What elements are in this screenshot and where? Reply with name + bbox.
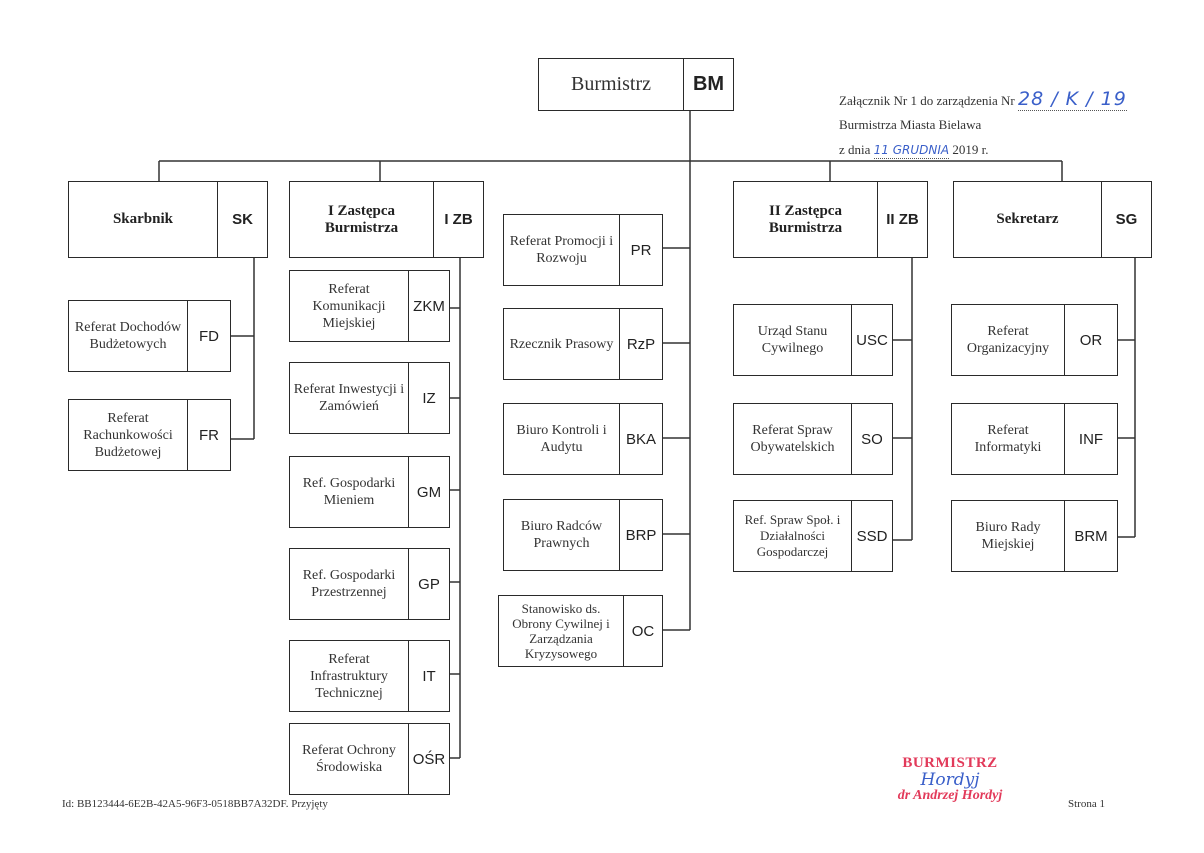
unit-code: OC	[623, 596, 662, 666]
unit-name: Referat Dochodów Budżetowych	[74, 320, 182, 352]
unit-name: Biuro Kontroli i Audytu	[516, 423, 607, 455]
unit-name: Biuro Radców Prawnych	[520, 519, 603, 551]
unit-code: OR	[1064, 305, 1117, 375]
unit-osr: Referat Ochrony Środowiska OŚR	[289, 723, 450, 795]
unit-name: Referat Ochrony Środowiska	[302, 743, 396, 775]
document-id: Id: BB123444-6E2B-42A5-96F3-0518BB7A32DF…	[62, 798, 328, 810]
unit-name: Ref. Spraw Społ. i Działalności Gospodar…	[744, 512, 841, 559]
head-code: SG	[1101, 182, 1151, 257]
i-zastepca-box: I Zastępca Burmistrza I ZB	[289, 181, 484, 258]
handwritten-number: 28 / K / 19	[1018, 88, 1127, 110]
unit-code: RzP	[619, 309, 662, 379]
head-code: I ZB	[433, 182, 483, 257]
unit-name: Rzecznik Prasowy	[509, 336, 614, 352]
annex-date-prefix: z dnia	[839, 142, 871, 157]
stamp-title: BURMISTRZ	[902, 755, 998, 771]
unit-brp: Biuro Radców Prawnych BRP	[503, 499, 663, 571]
unit-iz: Referat Inwestycji i Zamówień IZ	[289, 362, 450, 434]
ii-zastepca-box: II Zastępca Burmistrza II ZB	[733, 181, 928, 258]
unit-name: Ref. Gospodarki Mieniem	[302, 476, 396, 508]
head-name: I Zastępca Burmistrza	[324, 202, 399, 236]
unit-name: Biuro Rady Miejskiej	[975, 520, 1041, 552]
annex-date-suffix: 2019 r.	[952, 142, 989, 157]
burmistrz-box: Burmistrz BM	[538, 58, 734, 111]
unit-brm: Biuro Rady Miejskiej BRM	[951, 500, 1118, 572]
unit-gm: Ref. Gospodarki Mieniem GM	[289, 456, 450, 528]
unit-code: BRM	[1064, 501, 1117, 571]
unit-name: Referat Spraw Obywatelskich	[750, 423, 835, 455]
unit-oc: Stanowisko ds. Obrony Cywilnej i Zarządz…	[498, 595, 663, 667]
unit-code: USC	[851, 305, 892, 375]
unit-so: Referat Spraw Obywatelskich SO	[733, 403, 893, 475]
unit-fr: Referat Rachunkowości Budżetowej FR	[68, 399, 231, 471]
unit-name: Referat Komunikacji Miejskiej	[312, 281, 386, 331]
sekretarz-box: Sekretarz SG	[953, 181, 1152, 258]
head-code: SK	[217, 182, 267, 257]
unit-code: GM	[408, 457, 449, 527]
unit-code: OŚR	[408, 724, 449, 794]
unit-name: Referat Rachunkowości Budżetowej	[83, 410, 173, 460]
unit-code: ZKM	[408, 271, 449, 341]
annex-prefix: Załącznik Nr 1 do zarządzenia Nr	[839, 93, 1015, 108]
annex-line-2: Burmistrza Miasta Bielawa	[839, 117, 982, 132]
unit-code: IZ	[408, 363, 449, 433]
unit-code: BRP	[619, 500, 662, 570]
unit-name: Stanowisko ds. Obrony Cywilnej i Zarządz…	[512, 601, 610, 661]
unit-code: FD	[187, 301, 230, 371]
unit-code: PR	[619, 215, 662, 285]
unit-code: GP	[408, 549, 449, 619]
unit-code: SO	[851, 404, 892, 474]
head-name: Sekretarz	[996, 211, 1059, 227]
unit-code: SSD	[851, 501, 892, 571]
unit-inf: Referat Informatyki INF	[951, 403, 1118, 475]
head-name: Skarbnik	[112, 211, 174, 227]
handwritten-signature: Hordyj	[920, 770, 980, 790]
head-name: II Zastępca Burmistrza	[768, 202, 843, 236]
unit-fd: Referat Dochodów Budżetowych FD	[68, 300, 231, 372]
unit-name: Referat Promocji i Rozwoju	[509, 234, 614, 266]
unit-zkm: Referat Komunikacji Miejskiej ZKM	[289, 270, 450, 342]
annex-line-1: Załącznik Nr 1 do zarządzenia Nr 28 / K …	[839, 88, 1127, 111]
stamp-name: dr Andrzej Hordyj	[897, 788, 1003, 803]
unit-name: Ref. Gospodarki Przestrzennej	[302, 568, 396, 600]
unit-rzp: Rzecznik Prasowy RzP	[503, 308, 663, 380]
unit-name: Referat Organizacyjny	[966, 324, 1050, 356]
unit-code: INF	[1064, 404, 1117, 474]
handwritten-date: 11 GRUDNIA	[873, 143, 950, 157]
unit-bka: Biuro Kontroli i Audytu BKA	[503, 403, 663, 475]
burmistrz-code: BM	[683, 59, 733, 110]
unit-code: BKA	[619, 404, 662, 474]
unit-name: Referat Informatyki	[974, 423, 1042, 455]
unit-name: Referat Inwestycji i Zamówień	[293, 382, 405, 414]
unit-name: Referat Infrastruktury Technicznej	[310, 651, 388, 701]
unit-usc: Urząd Stanu Cywilnego USC	[733, 304, 893, 376]
unit-ssd: Ref. Spraw Społ. i Działalności Gospodar…	[733, 500, 893, 572]
skarbnik-box: Skarbnik SK	[68, 181, 268, 258]
mayor-stamp: BURMISTRZ Hordyj dr Andrzej Hordyj	[880, 755, 1020, 804]
unit-or: Referat Organizacyjny OR	[951, 304, 1118, 376]
unit-pr: Referat Promocji i Rozwoju PR	[503, 214, 663, 286]
unit-code: IT	[408, 641, 449, 711]
unit-code: FR	[187, 400, 230, 470]
burmistrz-name: Burmistrz	[571, 73, 651, 95]
unit-name: Urząd Stanu Cywilnego	[757, 324, 828, 356]
annex-line-3: z dnia 11 GRUDNIA 2019 r.	[839, 142, 989, 159]
unit-it: Referat Infrastruktury Technicznej IT	[289, 640, 450, 712]
unit-gp: Ref. Gospodarki Przestrzennej GP	[289, 548, 450, 620]
page-number: Strona 1	[1068, 798, 1105, 810]
head-code: II ZB	[877, 182, 927, 257]
